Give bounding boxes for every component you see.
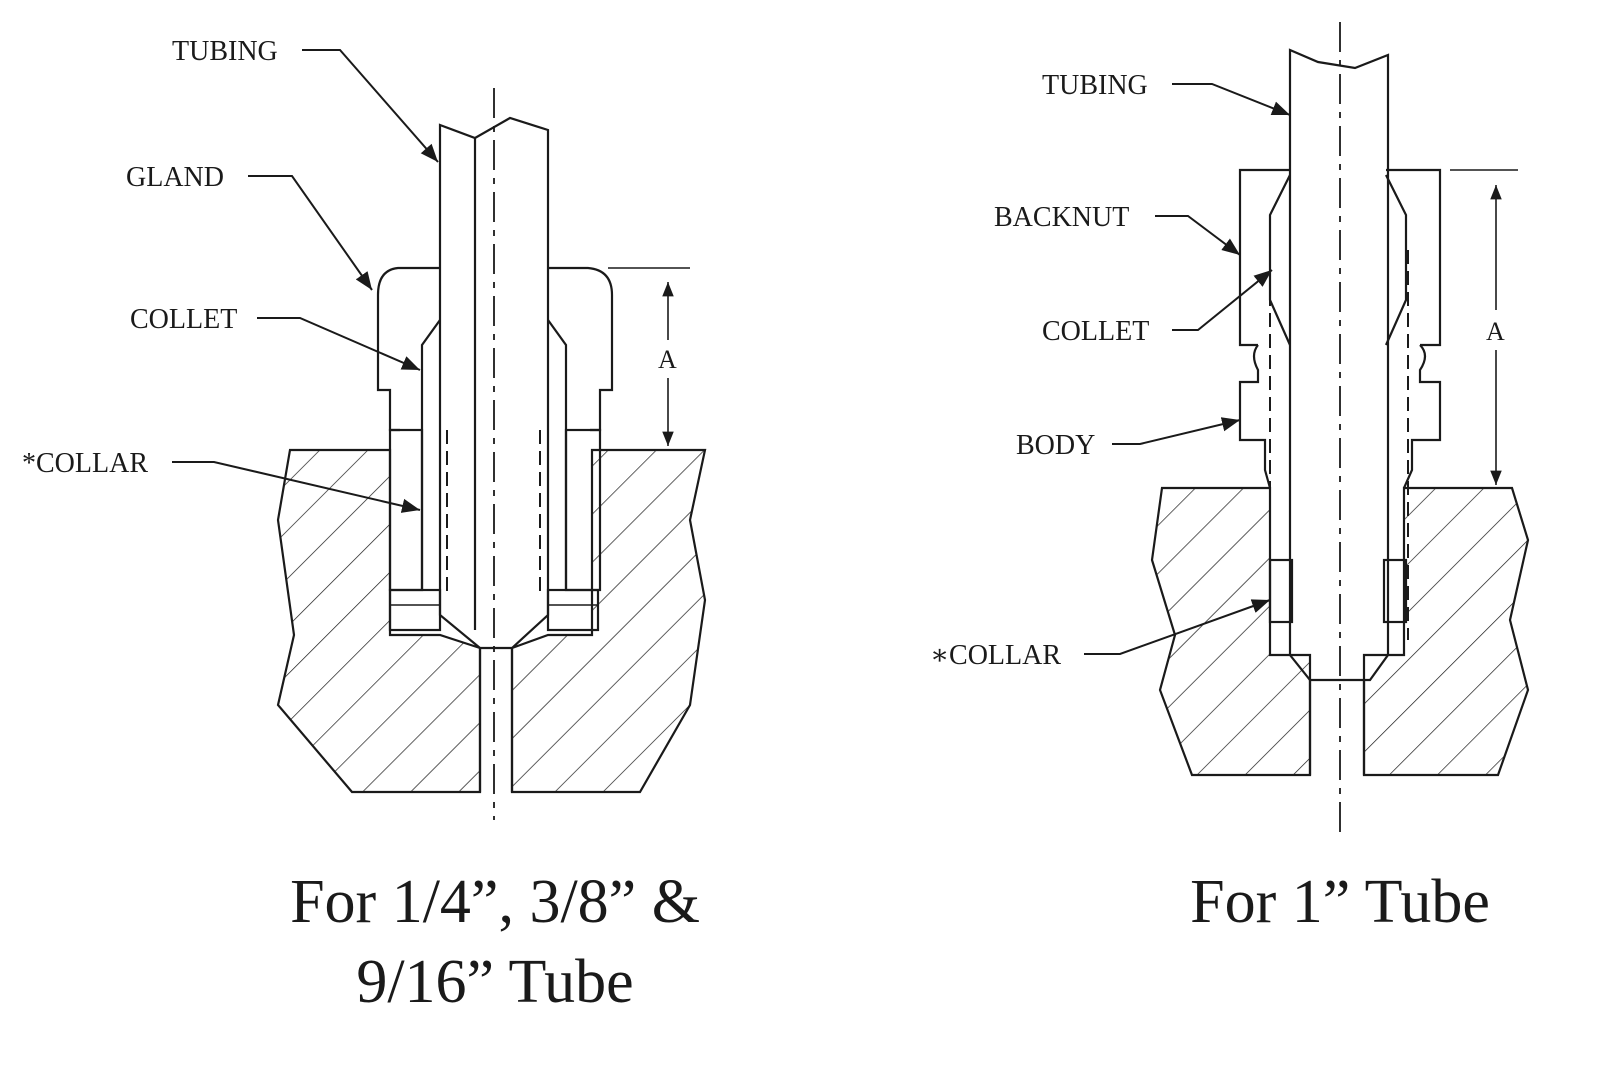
left-base-block	[276, 448, 707, 794]
left-caption-line1: For 1/4”, 3/8” &	[290, 868, 700, 936]
right-label-body: BODY	[1016, 430, 1095, 461]
right-label-collar: ∗COLLAR	[930, 640, 1061, 671]
left-label-tubing: TUBING	[172, 36, 278, 67]
right-fitting-drawing: A TUBING BACKNUT COLLET BODY ∗COLLAR	[930, 22, 1530, 835]
left-label-gland: GLAND	[126, 162, 224, 193]
left-label-collar: *COLLAR	[22, 448, 148, 479]
left-label-collet: COLLET	[130, 304, 237, 335]
left-caption-line2: 9/16” Tube	[356, 948, 634, 1016]
left-dimension-a: A	[658, 345, 677, 374]
right-body	[1238, 344, 1442, 489]
right-label-backnut: BACKNUT	[994, 202, 1129, 233]
right-tubing	[1288, 48, 1390, 682]
right-backnut	[1238, 168, 1442, 347]
left-fitting-drawing: A TUBING GLAND COLLET *COLLAR	[22, 36, 707, 820]
right-label-tubing: TUBING	[1042, 70, 1148, 101]
right-label-collet: COLLET	[1042, 316, 1149, 347]
right-caption: For 1” Tube	[1190, 868, 1490, 936]
left-gland	[376, 266, 614, 432]
right-dimension-a: A	[1486, 317, 1505, 346]
